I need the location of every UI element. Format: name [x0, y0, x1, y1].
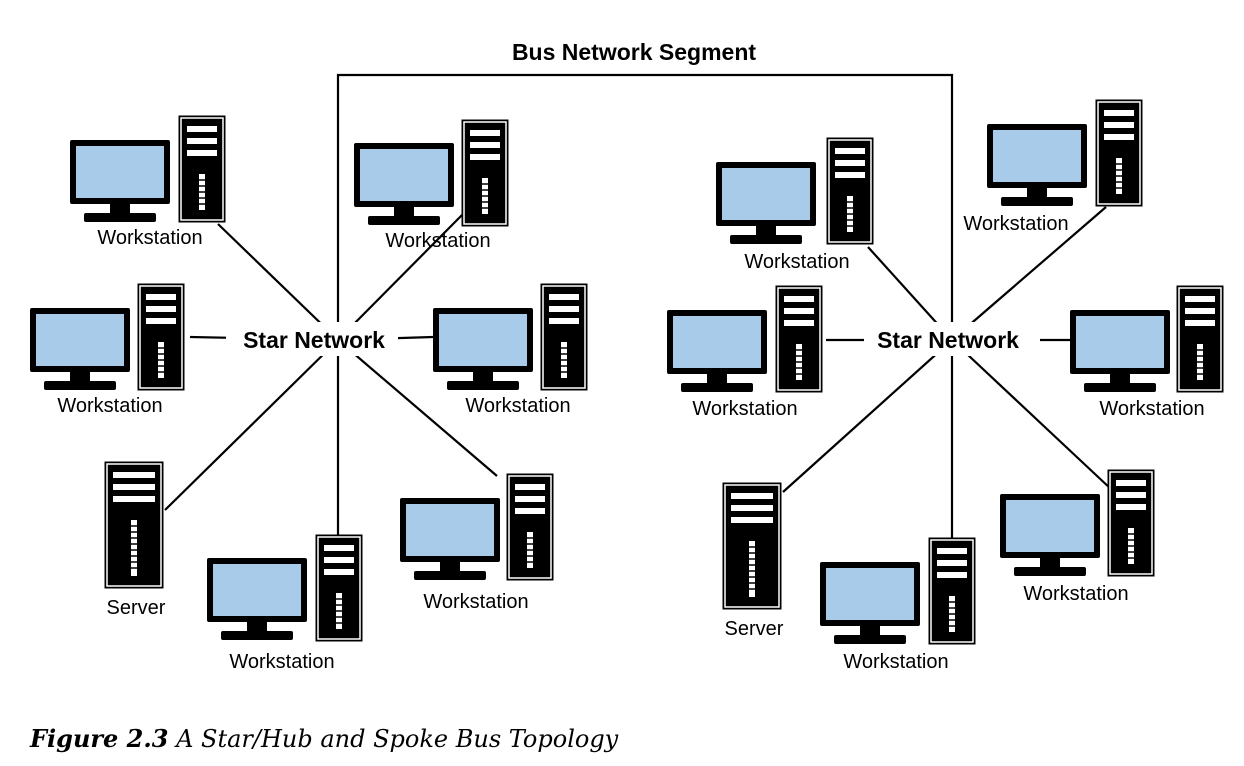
- workstation-label-1-6: Workstation: [229, 651, 334, 673]
- connection-lines: [164, 73, 1113, 538]
- workstation-2-2: [987, 99, 1143, 207]
- bus-segment-line: [336, 73, 954, 333]
- labels: Bus Network Segment Star NetworkWorkstat…: [57, 39, 1204, 673]
- spoke-1-2: [337, 214, 463, 341]
- spoke-2-5: [782, 339, 953, 493]
- workstation-1-4: [433, 283, 588, 391]
- workstation-2-1: [716, 137, 874, 245]
- workstation-label-1-3: Workstation: [57, 395, 162, 417]
- hub-label-backdrop: [226, 322, 398, 356]
- workstation-label-1-7: Workstation: [423, 591, 528, 613]
- server-2: [722, 482, 782, 610]
- spoke-2-7: [951, 339, 1113, 491]
- hub-label-backdrop: [864, 322, 1040, 356]
- workstation-2-7: [1000, 469, 1155, 577]
- spoke-2-2: [951, 206, 1107, 341]
- workstation-label-2-6: Workstation: [843, 651, 948, 673]
- server-1: [104, 461, 164, 589]
- workstation-1-6: [207, 534, 363, 642]
- workstation-2-4: [1070, 285, 1224, 393]
- workstation-label-2-1: Workstation: [744, 251, 849, 273]
- devices: [30, 99, 1224, 645]
- workstation-1-3: [30, 283, 185, 391]
- bus-segment-label: Bus Network Segment: [512, 39, 756, 65]
- spoke-1-5: [164, 339, 339, 511]
- star-hub-label-1: Star Network: [243, 327, 385, 353]
- figure-caption-text: A Star/Hub and Spoke Bus Topology: [176, 725, 619, 753]
- figure-caption: Figure 2.3 A Star/Hub and Spoke Bus Topo…: [30, 724, 618, 753]
- figure-number: Figure 2.3: [30, 724, 169, 753]
- workstation-1-2: [354, 119, 509, 227]
- workstation-1-1: [70, 115, 226, 223]
- workstation-label-1-1: Workstation: [97, 227, 202, 249]
- workstation-2-6: [820, 537, 976, 645]
- workstation-label-2-3: Workstation: [692, 398, 797, 420]
- star-hub-label-2: Star Network: [877, 327, 1019, 353]
- spoke-1-1: [217, 223, 339, 341]
- workstation-label-2-7: Workstation: [1023, 583, 1128, 605]
- workstation-label-1-4: Workstation: [465, 395, 570, 417]
- workstation-1-7: [400, 473, 554, 581]
- workstation-label-2-2: Workstation: [963, 213, 1068, 235]
- workstation-label-1-2: Workstation: [385, 230, 490, 252]
- workstation-label-2-4: Workstation: [1099, 398, 1204, 420]
- workstation-2-3: [667, 285, 823, 393]
- spoke-1-7: [337, 339, 498, 477]
- topology-diagram: Bus Network Segment Star NetworkWorkstat…: [30, 39, 1224, 673]
- server-label-2-5: Server: [725, 618, 784, 640]
- server-label-1-5: Server: [107, 597, 166, 619]
